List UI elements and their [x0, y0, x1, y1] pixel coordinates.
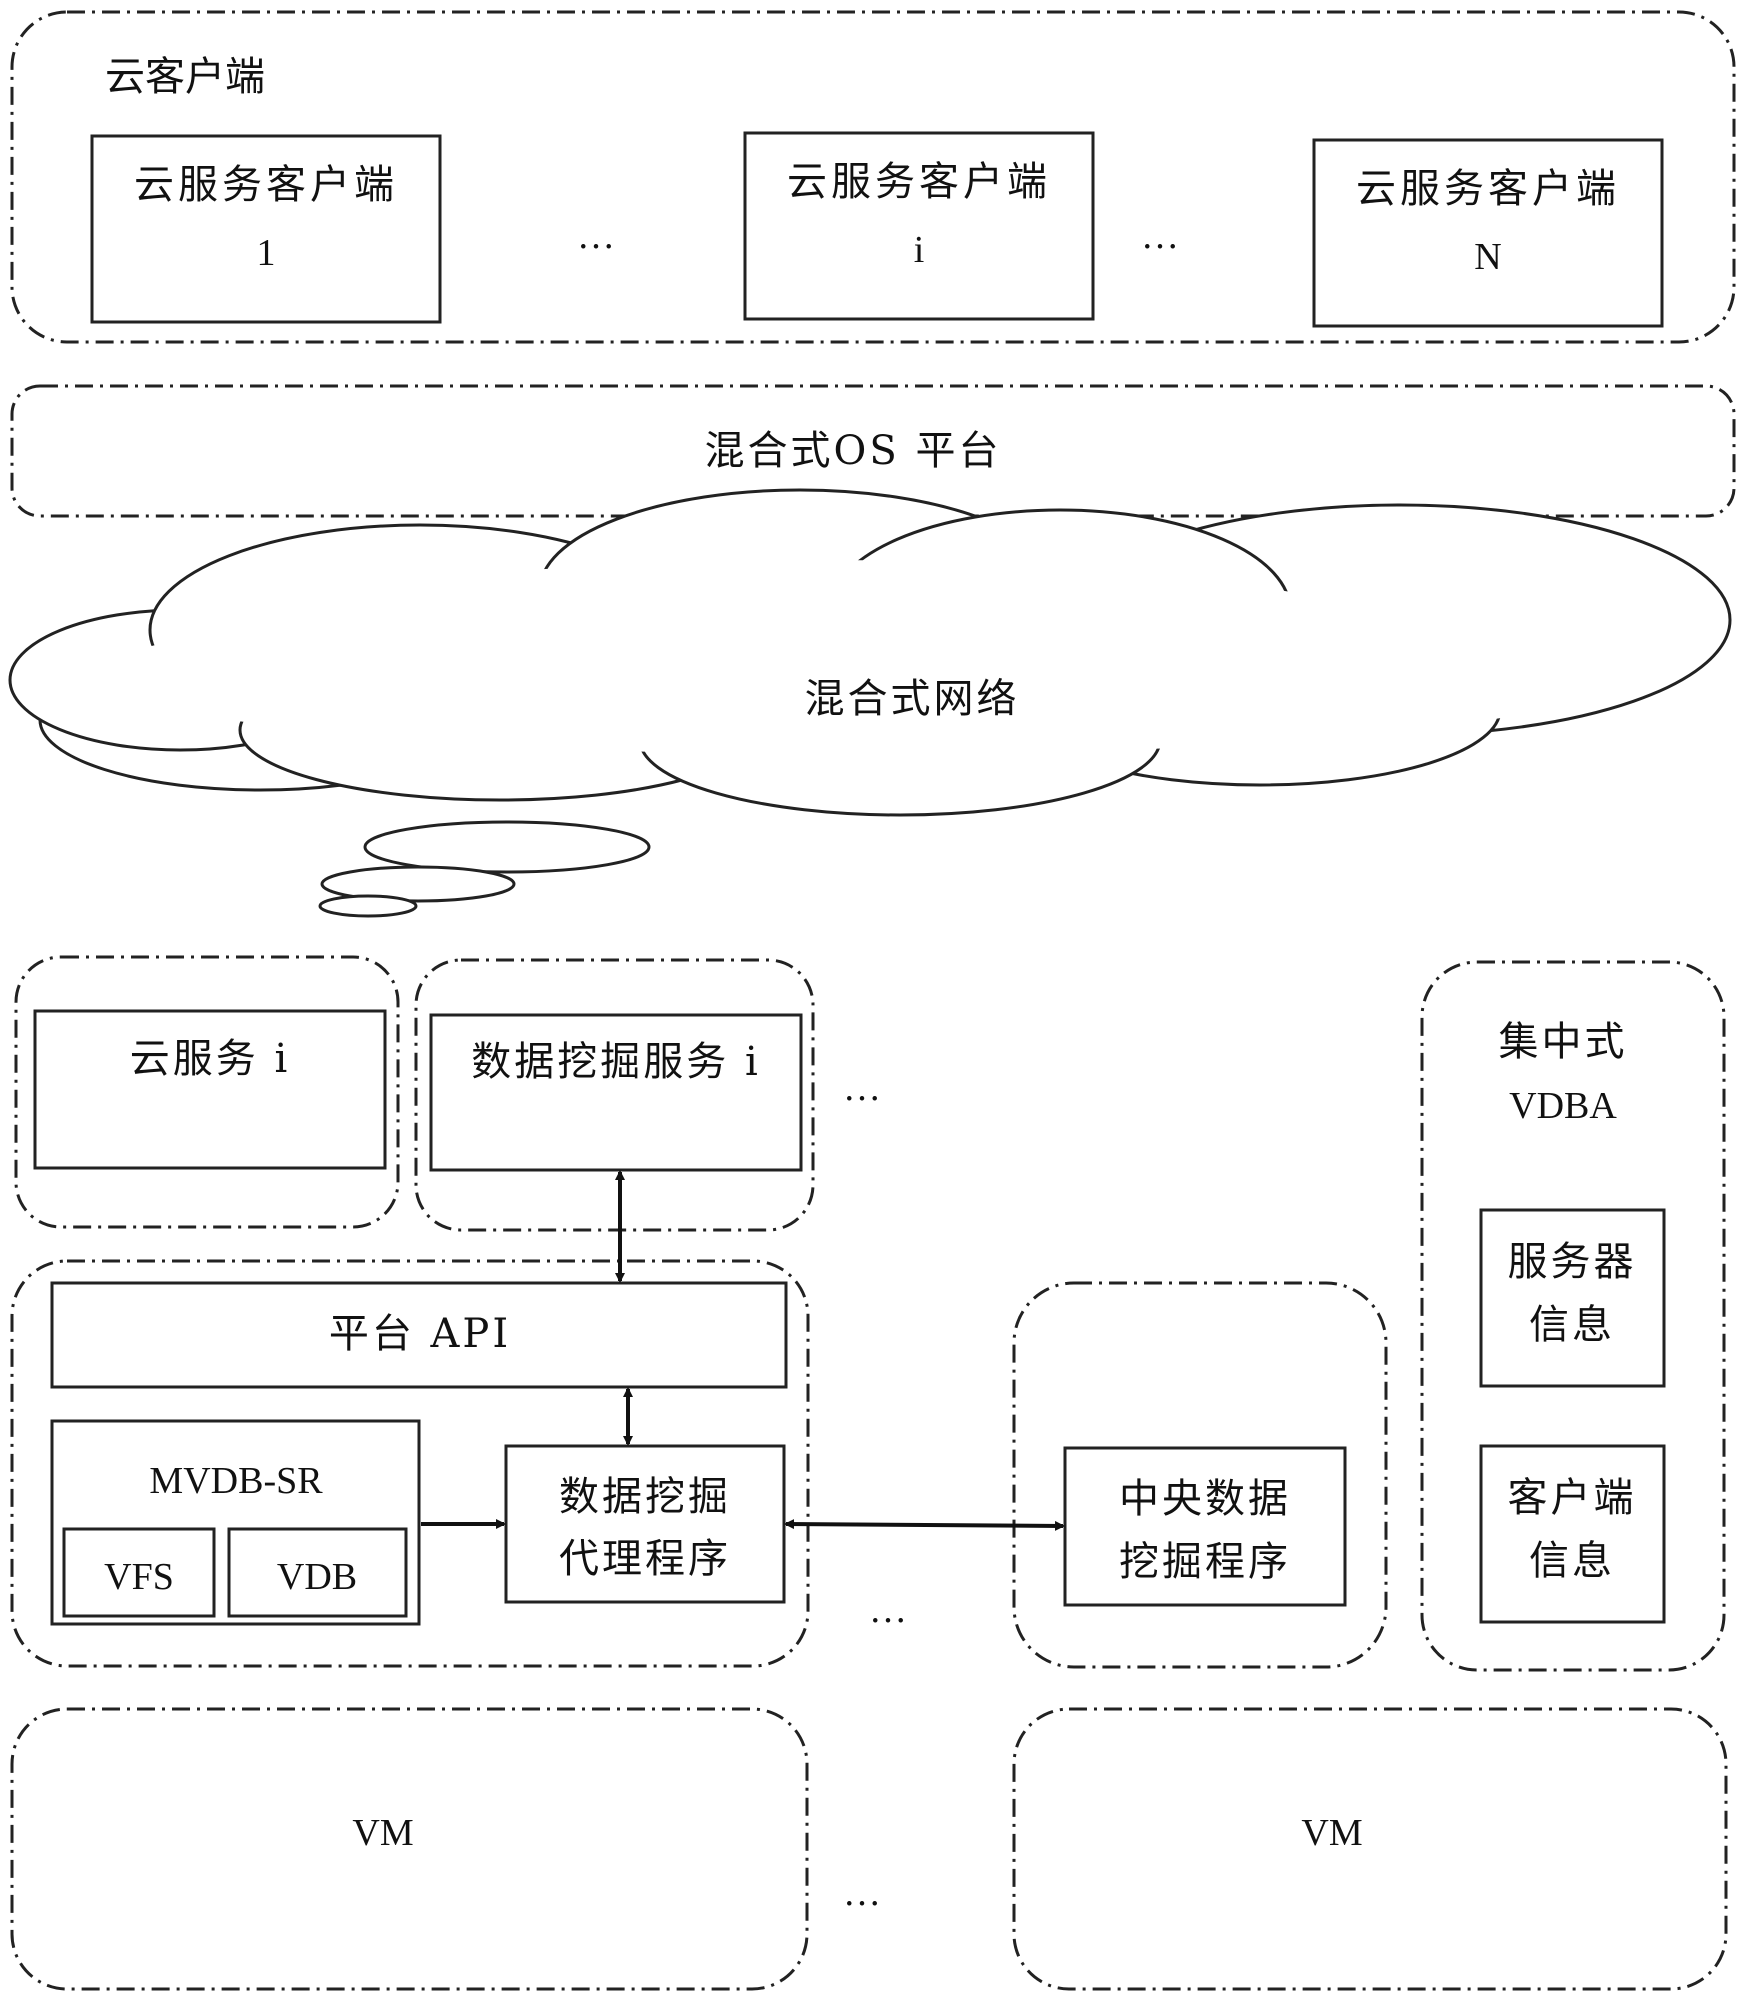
vm-left-label: VM [352, 1812, 413, 1854]
vm-right: VM [1014, 1709, 1726, 1989]
mvdb-sr: MVDB-SR VFS VDB [52, 1421, 419, 1624]
server-info-line1: 服务器 [1508, 1239, 1637, 1285]
centralized-vdba-group: 集中式 VDBA 服务器 信息 客户端 信息 [1422, 962, 1724, 1670]
server-info-box [1481, 1210, 1664, 1386]
cloud-service-client-i: 云服务客户端 i [745, 133, 1093, 319]
thought-bubble-small [320, 896, 416, 916]
cloud-client-group: 云客户端 云服务客户端 1 … 云服务客户端 i … 云服务客户端 N [12, 12, 1734, 342]
vdb-label: VDB [277, 1556, 357, 1598]
central-mining-line1: 中央数据 [1119, 1476, 1291, 1522]
vm-right-label: VM [1301, 1812, 1362, 1854]
cloud-service-client-1: 云服务客户端 1 [92, 136, 440, 322]
hybrid-network-label: 混合式网络 [805, 676, 1020, 722]
vdba-line2: VDBA [1509, 1085, 1617, 1127]
hybrid-os-label: 混合式OS 平台 [705, 428, 1002, 474]
client-info-line1: 客户端 [1508, 1475, 1637, 1521]
vfs-label: VFS [104, 1556, 174, 1598]
client-info-box [1481, 1446, 1664, 1622]
data-mining-service-group: 数据挖掘服务 i [416, 960, 813, 1230]
client-ellipsis-2: … [1141, 215, 1179, 257]
client-name: 云服务客户端 [134, 162, 398, 208]
cloud-service-label: 云服务 i [130, 1036, 291, 1082]
vm-left: VM [12, 1709, 807, 1989]
cloud-service-box [35, 1011, 385, 1168]
platform-node-group: 平台 API MVDB-SR VFS VDB 数据挖掘 代理程序 [12, 1261, 808, 1666]
data-mining-service-label: 数据挖掘服务 i [471, 1039, 761, 1085]
vm-right-border [1014, 1709, 1726, 1989]
arrow-agent-to-central [786, 1524, 1063, 1526]
client-index: N [1474, 236, 1501, 278]
client-info: 客户端 信息 [1481, 1446, 1664, 1622]
vm-ellipsis: … [843, 1872, 881, 1914]
data-mining-agent: 数据挖掘 代理程序 [506, 1446, 784, 1602]
hybrid-network-cloud: 混合式网络 [10, 490, 1730, 916]
cloud-service-group: 云服务 i [16, 957, 398, 1227]
node-ellipsis: … [869, 1589, 907, 1631]
client-name: 云服务客户端 [787, 159, 1051, 205]
mining-agent-line2: 代理程序 [559, 1536, 731, 1582]
client-ellipsis-1: … [577, 215, 615, 257]
client-index: i [914, 229, 925, 271]
mvdb-label: MVDB-SR [149, 1460, 323, 1502]
client-index: 1 [257, 232, 276, 274]
thought-bubble-large [365, 822, 649, 872]
service-ellipsis: … [843, 1067, 881, 1109]
vdba-line1: 集中式 [1499, 1019, 1628, 1065]
client-info-line2: 信息 [1529, 1538, 1615, 1584]
cloud-service-client-n: 云服务客户端 N [1314, 140, 1662, 326]
mining-agent-line1: 数据挖掘 [559, 1474, 731, 1520]
central-mining-line2: 挖掘程序 [1119, 1539, 1291, 1585]
server-info-line2: 信息 [1529, 1302, 1615, 1348]
platform-api-label: 平台 API [329, 1311, 511, 1357]
client-name: 云服务客户端 [1356, 166, 1620, 212]
server-info: 服务器 信息 [1481, 1210, 1664, 1386]
cloud-client-title: 云客户端 [105, 54, 265, 100]
central-mining-group: 中央数据 挖掘程序 [1014, 1283, 1386, 1667]
